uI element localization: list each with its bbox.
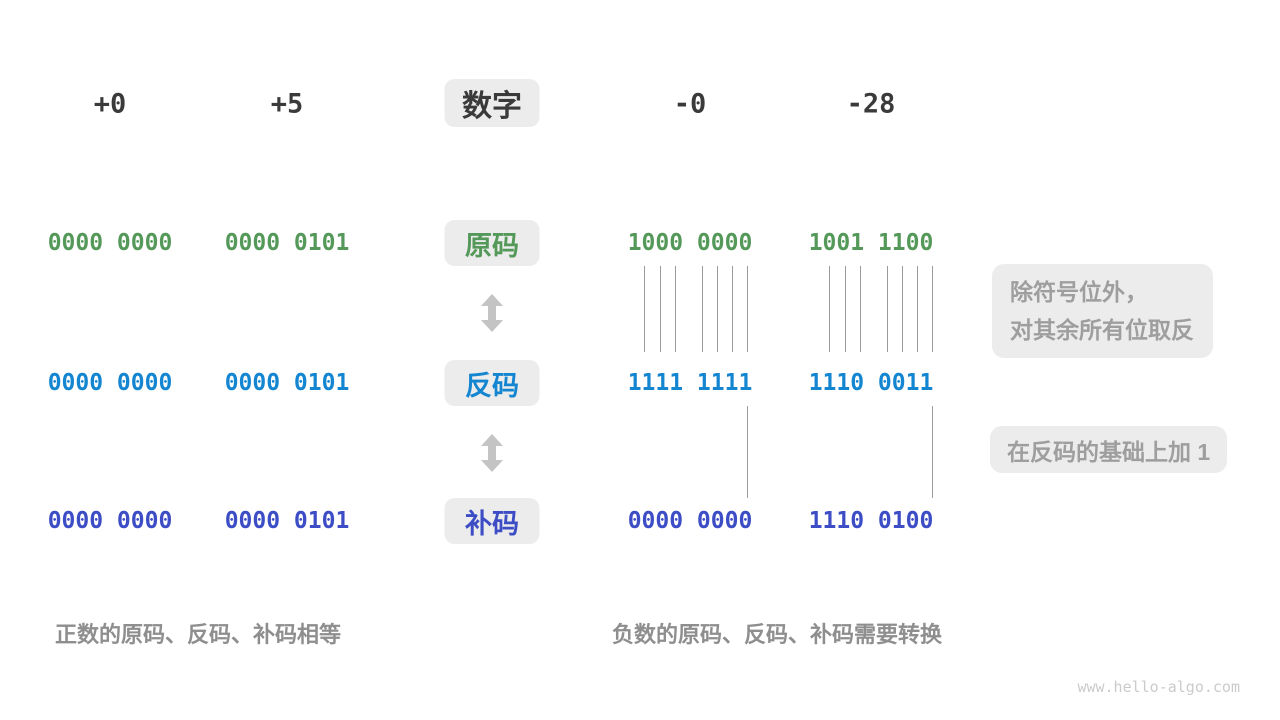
binary-value: 1111 1111 xyxy=(627,370,753,396)
caption-positive-numbers: 正数的原码、反码、补码相等 xyxy=(55,622,342,647)
binary-value: 0000 0101 xyxy=(224,370,350,396)
note-add-one: 在反码的基础上加 1 xyxy=(990,426,1228,473)
tag-sign-magnitude-label: 原码 xyxy=(465,230,519,261)
note-invert-bits-line2: 对其余所有位取反 xyxy=(1010,317,1194,343)
tag-twos-complement: 补码 xyxy=(444,498,540,544)
watermark: www.hello-algo.com xyxy=(1077,678,1240,696)
note-add-one-text: 在反码的基础上加 1 xyxy=(1007,438,1211,465)
binary-value: 0000 0000 xyxy=(47,370,173,396)
header-value-minus0: -0 xyxy=(673,88,707,120)
bit-connector-lines xyxy=(644,266,676,352)
binary-value: 1001 1100 xyxy=(808,230,934,256)
header-value-plus5: +5 xyxy=(270,88,304,120)
tag-number-label: 数字 xyxy=(462,90,522,123)
binary-value: 0000 0101 xyxy=(224,508,350,534)
tag-ones-complement: 反码 xyxy=(444,360,540,406)
binary-value: 1110 0100 xyxy=(808,508,934,534)
binary-value: 0000 0000 xyxy=(47,230,173,256)
binary-value: 0000 0101 xyxy=(224,230,350,256)
binary-value: 1110 0011 xyxy=(808,370,934,396)
double-arrow-icon xyxy=(481,294,503,332)
tag-twos-complement-label: 补码 xyxy=(465,508,519,539)
note-invert-bits-line1: 除符号位外， xyxy=(1010,279,1148,305)
double-arrow-icon xyxy=(481,434,503,472)
lsb-connector-line xyxy=(932,406,933,498)
bit-connector-lines xyxy=(829,266,861,352)
note-invert-bits: 除符号位外， 对其余所有位取反 xyxy=(992,264,1213,358)
header-value-minus28: -28 xyxy=(846,88,896,120)
binary-value: 0000 0000 xyxy=(627,508,753,534)
tag-number: 数字 xyxy=(444,79,540,127)
binary-value: 1000 0000 xyxy=(627,230,753,256)
caption-negative-numbers: 负数的原码、反码、补码需要转换 xyxy=(612,622,943,647)
binary-value: 0000 0000 xyxy=(47,508,173,534)
tag-sign-magnitude: 原码 xyxy=(444,220,540,266)
bit-connector-lines xyxy=(702,266,748,352)
bit-connector-lines xyxy=(887,266,933,352)
tag-ones-complement-label: 反码 xyxy=(465,370,519,401)
lsb-connector-line xyxy=(747,406,748,498)
header-value-plus0: +0 xyxy=(93,88,127,120)
